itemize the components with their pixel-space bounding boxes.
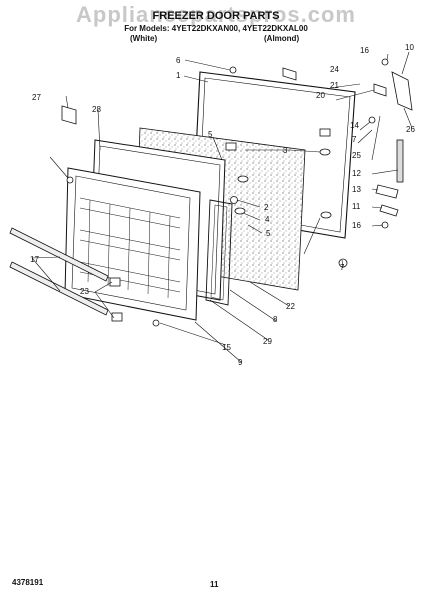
callout-4: 4: [265, 215, 270, 224]
callout-9: 9: [238, 358, 243, 367]
variant-almond: (Almond): [264, 34, 300, 43]
callout-10: 10: [405, 43, 414, 52]
callout-3: 3: [283, 146, 288, 155]
callout-28: 29: [263, 337, 272, 346]
callout-24: 25: [352, 151, 361, 160]
callout-12: 12: [352, 169, 361, 178]
callout-5-lower: 5: [266, 229, 271, 238]
diagram-title: FREEZER DOOR PARTS: [152, 10, 280, 22]
callout-17: 17: [30, 255, 39, 264]
page-number: 11: [210, 580, 219, 589]
callout-6: 6: [176, 56, 181, 65]
callout-5-upper: 5: [208, 130, 213, 139]
callout-16-upper: 16: [360, 46, 369, 55]
callout-1: 1: [176, 71, 181, 80]
callout-22: 23: [80, 287, 89, 296]
leader-lines: [31, 51, 413, 363]
trim-bar-upper: [9, 227, 109, 282]
door-gasket: [205, 199, 233, 306]
hinge-assembly: [375, 71, 413, 217]
callout-8: 8: [273, 315, 278, 324]
door-stop-clips: [61, 67, 387, 125]
callout-14: 14: [350, 121, 359, 130]
variant-white: (White): [130, 34, 158, 43]
callout-16-lower: 16: [352, 221, 361, 230]
callout-7-upper: 7: [352, 135, 357, 144]
door-front: [64, 167, 201, 321]
callout-27: 28: [92, 105, 101, 114]
callout-11: 11: [352, 202, 361, 211]
callout-7-lower: 7: [340, 263, 345, 272]
models-line: For Models: 4YET22DKXAN00, 4YET22DKXAL00: [124, 24, 308, 33]
trim-bar-lower: [9, 261, 109, 316]
callout-20: 21: [330, 81, 339, 90]
callout-labels: 6 1 5 3 2 4 5 20 21 24 16 10 14 7 25 26 …: [30, 43, 415, 367]
callout-15: 15: [222, 343, 231, 352]
document-number: 4378191: [12, 578, 44, 587]
callout-25: 26: [406, 125, 415, 134]
callout-2: 2: [264, 203, 269, 212]
callout-23: 24: [330, 65, 339, 74]
callout-19: 20: [316, 91, 325, 100]
callout-13: 13: [352, 185, 361, 194]
callout-21: 22: [286, 302, 295, 311]
callout-26: 27: [32, 93, 41, 102]
